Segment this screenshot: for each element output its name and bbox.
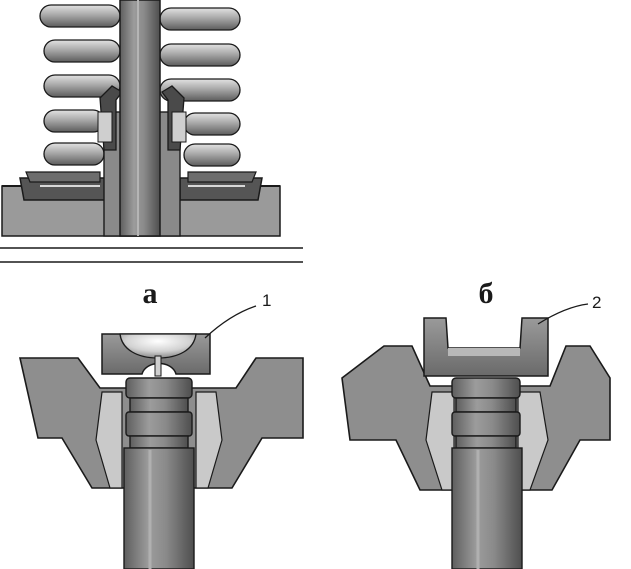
valve-stem-seal-left: [97, 85, 123, 151]
spring-assembly-illustration: [1, 0, 281, 237]
spring-seat-left: [19, 171, 109, 201]
spring-seat-right: [179, 171, 263, 201]
valve-stem-top: [119, 0, 161, 237]
panel-a-guide-pocket: [95, 391, 123, 489]
valve-stem-seal-right: [161, 85, 187, 151]
panel-a-label: а: [143, 277, 158, 310]
callout-1-label: 1: [262, 291, 271, 310]
panel-b-label: б: [479, 277, 494, 310]
callout-2-leader: [537, 303, 589, 325]
callout-1-leader: [204, 305, 257, 339]
tool-2-body: [423, 317, 549, 377]
panel-b: б 2: [341, 277, 611, 569]
panel-a-valve-stem: [123, 377, 195, 569]
callout-2-label: 2: [592, 293, 601, 312]
panel-a: а 1: [19, 277, 304, 569]
panel-b-guide-pocket: [425, 391, 455, 491]
panel-b-valve-stem: [451, 377, 523, 569]
tool-1-pin: [154, 355, 162, 377]
